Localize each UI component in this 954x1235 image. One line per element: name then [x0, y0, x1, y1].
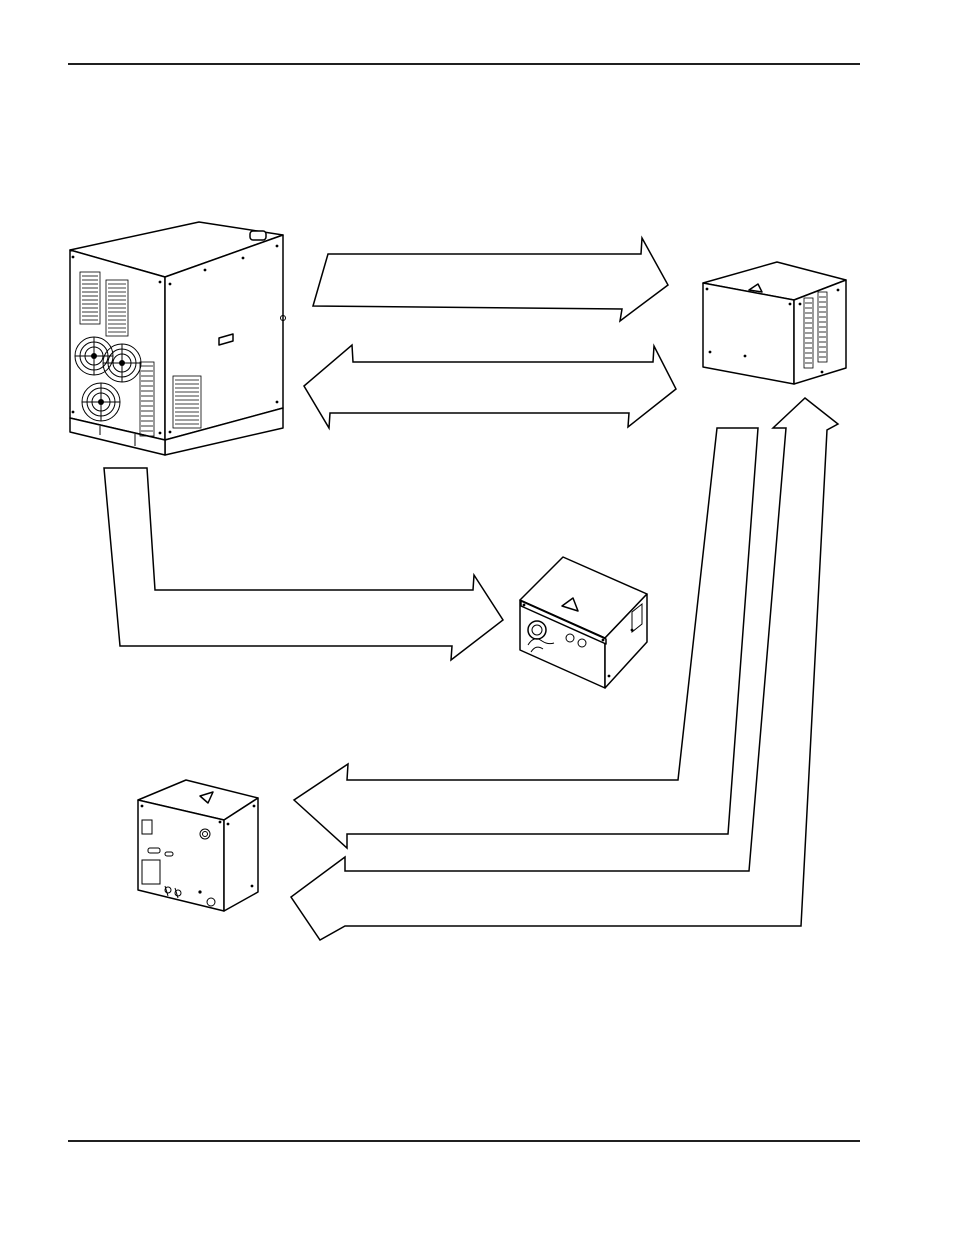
arrow-power-supply-to-cooler	[312, 235, 669, 323]
power-supply-cabinet-icon	[69, 221, 286, 456]
ignition-console-icon	[519, 556, 648, 689]
arrow-cooler-to-gas-console-2	[289, 397, 840, 941]
arrow-power-supply-cooler-bidirectional	[303, 343, 677, 431]
arrow-cooler-to-gas-console-1	[292, 427, 759, 850]
gas-console-icon	[137, 779, 259, 912]
arrow-power-supply-to-ignition-console	[103, 467, 505, 662]
cooler-unit-icon	[702, 261, 847, 385]
